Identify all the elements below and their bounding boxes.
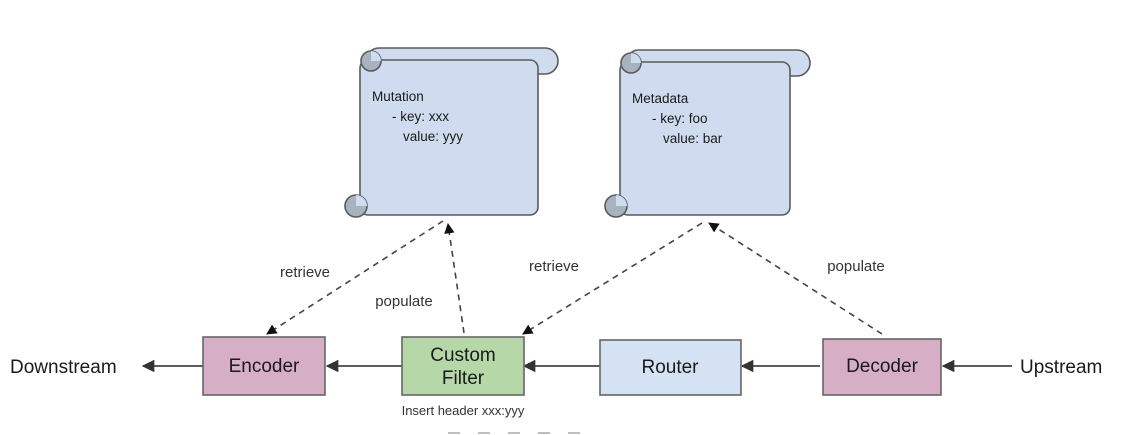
edge-populate-filter-to-mutation — [444, 222, 465, 334]
metadata-doc-body — [619, 61, 791, 216]
edge-label-retrieve-right: retrieve — [529, 258, 579, 275]
mutation-doc-title: Mutation — [372, 89, 424, 104]
node-encoder[interactable]: Encoder — [202, 336, 326, 396]
encoder-label: Encoder — [229, 356, 300, 377]
mutation-doc: Mutation - key: xxx value: yyy — [344, 47, 559, 218]
mutation-doc-curl-top-notch — [371, 51, 381, 61]
encoder-box[interactable] — [202, 336, 326, 396]
metadata-doc-title: Metadata — [632, 91, 689, 106]
upstream-label: Upstream — [1020, 357, 1102, 378]
node-decoder[interactable]: Decoder — [822, 338, 942, 396]
router-box[interactable] — [599, 339, 742, 396]
edge-retrieve-metadata-to-filter — [522, 222, 703, 335]
edge-populate-decoder-to-metadata — [708, 222, 883, 335]
edge-label-populate-left: populate — [375, 293, 433, 310]
node-router[interactable]: Router — [599, 339, 742, 396]
metadata-doc-curl-top-notch — [631, 53, 641, 63]
decoder-label: Decoder — [846, 356, 918, 377]
edge-label-populate-right: populate — [827, 258, 885, 275]
custom-filter-box[interactable] — [401, 336, 525, 396]
metadata-doc-line2: value: bar — [663, 131, 723, 146]
metadata-doc: Metadata - key: foo value: bar — [604, 49, 811, 218]
mutation-doc-curl-bottom-notch — [356, 195, 367, 206]
filter-note: Insert header xxx:yyy — [402, 403, 525, 418]
metadata-doc-curl-bottom-notch — [616, 195, 627, 206]
router-label: Router — [641, 357, 699, 378]
edge-retrieve-mutation-to-encoder — [266, 220, 444, 335]
metadata-doc-line1: - key: foo — [652, 111, 708, 126]
decoder-box[interactable] — [822, 338, 942, 396]
mutation-doc-body — [359, 59, 539, 216]
edge-label-retrieve-left: retrieve — [280, 264, 330, 281]
custom-filter-label-line2: Filter — [442, 368, 485, 389]
mutation-doc-line1: - key: xxx — [392, 109, 449, 124]
downstream-label: Downstream — [10, 357, 117, 378]
node-custom-filter[interactable]: Custom Filter — [401, 336, 525, 396]
mutation-doc-line2: value: yyy — [403, 129, 463, 144]
custom-filter-label-line1: Custom — [430, 345, 495, 366]
